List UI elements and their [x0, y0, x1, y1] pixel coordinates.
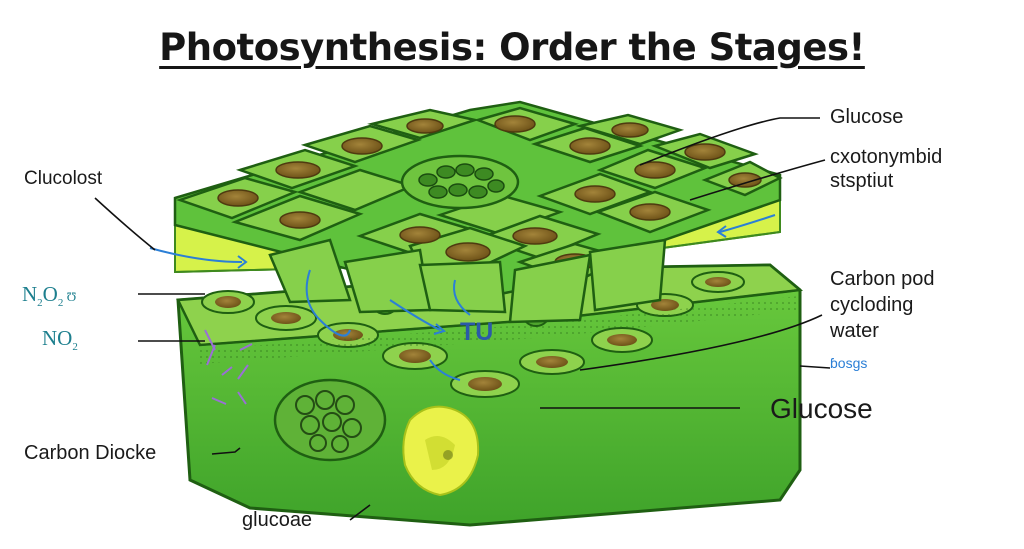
label-n2o2: N2O2 Ʊ: [22, 282, 77, 310]
label-small-teal: ɓosɡs: [830, 355, 868, 371]
label-stroma: stsptiut: [830, 170, 894, 192]
label-glucose-right: Glucose: [770, 393, 873, 424]
glucose-glow-cell: [402, 405, 480, 497]
label-cycle-line-2: cycloding: [830, 294, 914, 316]
label-chlorophyll: cxotonymbid: [830, 146, 943, 168]
label-chloroplast-left: Clucolost: [24, 168, 103, 189]
diagram-title: Photosynthesis: Order the Stages!: [159, 26, 865, 69]
label-cycle-line-3: water: [830, 320, 879, 342]
label-carbon-dioxide: Carbon Diocke: [24, 442, 157, 464]
center-mark: TU: [460, 318, 494, 346]
lower-chloroplast: [273, 378, 387, 462]
label-glucose-top: Glucose: [830, 106, 904, 128]
label-cycle-line-1: Carbon pod: [830, 268, 935, 290]
molecule-sparkles: [204, 329, 253, 405]
flow-arrows: [149, 214, 776, 381]
label-no2: NO2: [42, 326, 78, 354]
lower-cell-row: [201, 271, 745, 398]
label-glucose-bottom: glucoae: [242, 509, 313, 531]
central-chloroplast: [400, 154, 520, 210]
leader-lines: [94, 117, 831, 521]
upper-cell-layer: [173, 100, 783, 327]
